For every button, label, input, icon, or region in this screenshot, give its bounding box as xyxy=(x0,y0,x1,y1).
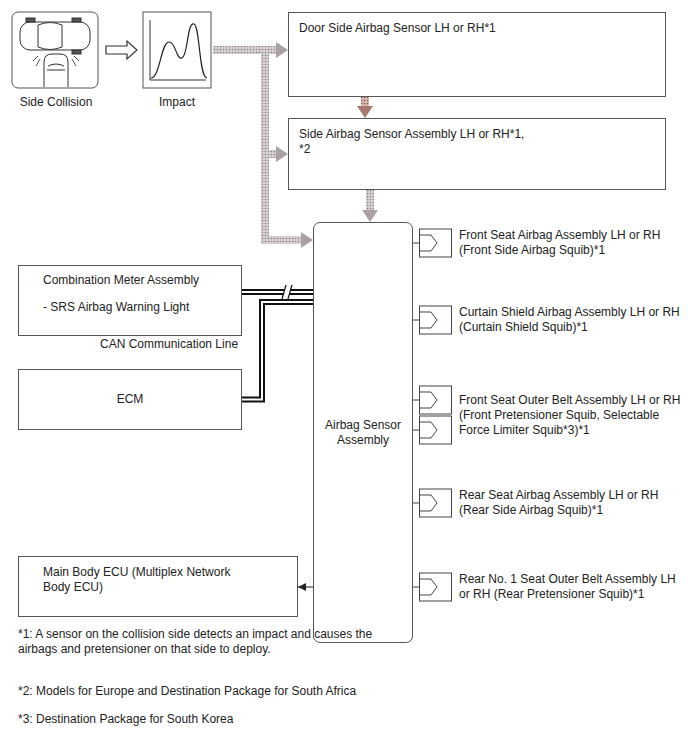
connector-group xyxy=(242,292,313,293)
component-name: Curtain Shield Airbag Assembly LH or RH … xyxy=(459,305,685,335)
impact-signal-arrow xyxy=(213,50,280,154)
impact-signal-arrow xyxy=(366,190,374,214)
squib-component: Front Seat Airbag Assembly LH or RH (Fro… xyxy=(419,228,685,258)
squib-symbol xyxy=(419,385,455,445)
car-illustration xyxy=(20,18,90,87)
connector-group xyxy=(298,587,313,588)
connector-group xyxy=(413,503,419,504)
component-box: Side Airbag Sensor Assembly LH or RH*1, … xyxy=(288,118,666,190)
component-name: Side Collision xyxy=(20,95,93,110)
can-line xyxy=(242,302,313,400)
connector-group xyxy=(413,243,419,244)
squib-component: Front Seat Outer Belt Assembly LH or RH … xyxy=(419,385,685,445)
squib-component: Rear Seat Airbag Assembly LH or RH (Rear… xyxy=(419,488,685,518)
can-line-core xyxy=(242,291,313,293)
squib-contact xyxy=(420,579,438,595)
connector-group xyxy=(213,50,280,154)
break-strokes xyxy=(282,285,292,299)
squib-wire xyxy=(413,503,419,504)
component-name: Rear No. 1 Seat Outer Belt Assembly LH o… xyxy=(459,572,685,602)
signal-arrow xyxy=(298,587,313,588)
squib-component: Rear No. 1 Seat Outer Belt Assembly LH o… xyxy=(419,572,685,602)
squib-contact xyxy=(420,392,438,408)
squib-symbol xyxy=(419,228,455,258)
connector-group xyxy=(106,41,137,59)
squib-wire xyxy=(413,400,419,430)
component-name: Main Body ECU (Multiplex Network Body EC… xyxy=(43,565,243,595)
component-box: Main Body ECU (Multiplex Network Body EC… xyxy=(18,556,298,617)
picture-frame xyxy=(12,12,98,88)
component-box: Combination Meter Assembly - SRS Airbag W… xyxy=(18,265,242,336)
component-name: Front Seat Airbag Assembly LH or RH (Fro… xyxy=(459,228,685,258)
squib-body xyxy=(420,386,452,414)
squib-wire xyxy=(413,243,419,244)
footnote: *2: Models for Europe and Destination Pa… xyxy=(18,684,356,699)
component-name: Combination Meter Assembly xyxy=(43,273,231,288)
line-break-mark xyxy=(282,285,292,299)
connector-group xyxy=(413,587,419,588)
squib-symbol xyxy=(419,488,455,518)
squib-wire xyxy=(413,320,419,321)
squib-symbol xyxy=(419,572,455,602)
squib-contact xyxy=(420,495,438,511)
squib-body xyxy=(420,573,452,601)
connector-group xyxy=(365,97,366,110)
squib-contact xyxy=(420,422,438,438)
squib-contact xyxy=(420,235,438,251)
squib-component: Curtain Shield Airbag Assembly LH or RH … xyxy=(419,305,685,335)
squib-wire xyxy=(413,587,419,588)
component-name: Door Side Airbag Sensor LH or RH*1 xyxy=(299,21,655,36)
connector-group xyxy=(370,190,371,214)
component-name: Side Airbag Sensor Assembly LH or RH*1, … xyxy=(299,127,529,157)
footnote: *3: Destination Package for South Korea xyxy=(18,712,233,727)
flow-arrow xyxy=(106,41,137,59)
component-box: Door Side Airbag Sensor LH or RH*1 xyxy=(288,12,666,97)
component-name: Airbag Sensor Assembly xyxy=(323,418,403,448)
connector-group xyxy=(242,302,313,400)
can-line-core xyxy=(242,302,313,400)
squib-body xyxy=(420,306,452,334)
bus-label: CAN Communication Line xyxy=(100,337,238,352)
squib-body xyxy=(420,416,452,444)
impact-curve xyxy=(151,24,207,78)
squib-body xyxy=(420,489,452,517)
component-detail: - SRS Airbag Warning Light xyxy=(43,300,231,315)
squib-contact xyxy=(420,312,438,328)
connector-group xyxy=(413,320,419,321)
connector-group xyxy=(413,400,419,430)
illustration-node: Side Collision xyxy=(10,10,102,110)
component-name: Impact xyxy=(159,95,195,110)
component-name: Rear Seat Airbag Assembly LH or RH (Rear… xyxy=(459,488,685,518)
squib-body xyxy=(420,229,452,257)
sensor-signal-arrow xyxy=(361,97,369,110)
footnote: *1: A sensor on the collision side detec… xyxy=(18,627,403,657)
illustration-node: Impact xyxy=(141,10,213,110)
graph-frame xyxy=(143,12,211,88)
component-box: ECM xyxy=(18,369,242,430)
squib-symbol xyxy=(419,305,455,335)
component-name: Front Seat Outer Belt Assembly LH or RH … xyxy=(459,393,685,438)
can-line xyxy=(242,289,313,295)
component-name: ECM xyxy=(117,392,144,407)
graph-axes xyxy=(150,20,206,80)
component-box: Airbag Sensor Assembly xyxy=(313,222,413,643)
